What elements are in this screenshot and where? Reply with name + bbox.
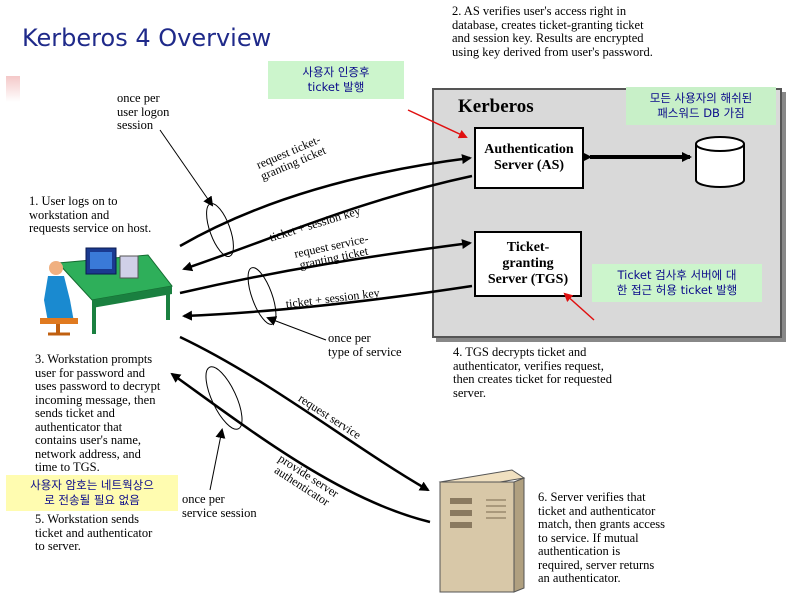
step-4-text: 4. TGS decrypts ticket and authenticator… [453,345,612,400]
request-tgt-arrow [179,154,472,248]
request-service-arrow [179,335,430,492]
authentication-server-box: Authentication Server (AS) [474,127,584,189]
red-arrow-after-auth [407,109,468,139]
kerberos-label: Kerberos [458,96,534,117]
provide-auth-arrow [170,372,431,524]
page-title: Kerberos 4 Overview [22,24,272,52]
request-sgt-arrow [179,239,472,295]
red-arrow-tgs [563,292,595,321]
note-after-auth: 사용자 인증후 ticket 발행 [268,61,404,99]
server-tower-icon [438,469,526,593]
freq-service-type-label: once per type of service [328,331,402,359]
tgt-return-arrow [182,174,473,272]
user-workstation-icon [40,247,173,336]
note-tgs: Ticket 검사후 서버에 대 한 접근 허용 ticket 발행 [592,264,762,302]
service-type-pointer [266,316,327,341]
step-1-text: 1. User logs on to workstation and reque… [29,194,152,235]
logon-pointer [159,129,214,207]
ticket-granting-server-box: Ticket- granting Server (TGS) [474,231,582,297]
database-icon [695,136,745,188]
note-db: 모든 사용자의 해쉬된 패스워드 DB 가짐 [626,87,776,125]
logon-ellipse [206,202,234,258]
freq-service-session-label: once per service session [182,492,257,520]
service-session-pointer [209,428,226,491]
step-6-text: 6. Server verifies that ticket and authe… [538,490,666,585]
note-password: 사용자 암호는 네트웍상으 로 전송될 필요 없음 [6,475,178,511]
step-5-text: 5. Workstation sends ticket and authenti… [35,512,153,553]
service-session-ellipse [205,366,243,430]
freq-logon-label: once per user logon session [117,91,170,132]
step-2-text: 2. AS verifies user's access right in da… [452,4,653,59]
step-3-text: 3. Workstation prompts user for password… [35,352,161,474]
decorative-bar [6,76,20,102]
sgt-return-arrow [182,284,473,321]
